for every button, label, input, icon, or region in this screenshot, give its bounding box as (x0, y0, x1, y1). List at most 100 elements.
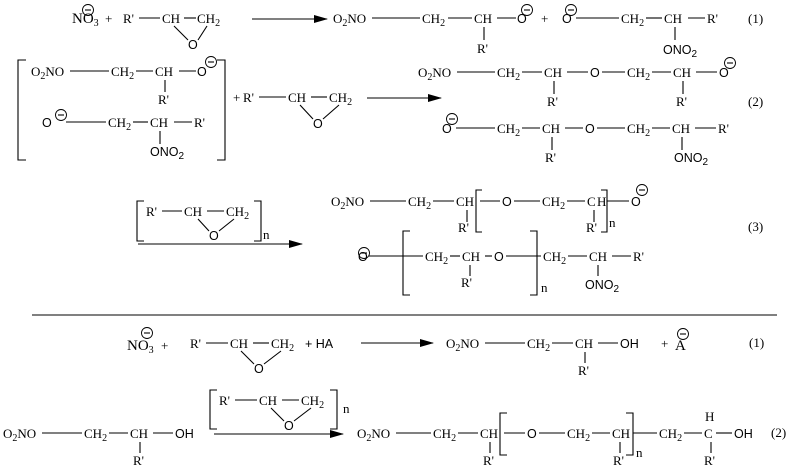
svg-text:CH2: CH2 (627, 65, 650, 83)
top-eq2: O2NO CH2 CH O R' O CH2 CH R' ONO2 + R' (17, 56, 763, 168)
svg-text:O: O (562, 12, 572, 26)
svg-text:CH2: CH2 (301, 393, 324, 411)
svg-text:O: O (209, 229, 219, 243)
svg-text:CH2: CH2 (497, 121, 520, 139)
svg-text:CH: CH (480, 426, 498, 441)
svg-text:R': R' (676, 94, 687, 109)
svg-text:CH: CH (612, 426, 630, 441)
svg-text:CH2: CH2 (329, 90, 352, 108)
negative-charge-icon (82, 4, 94, 16)
svg-text:ONO2: ONO2 (585, 278, 619, 295)
bottom-eq1: NO3 + R' CH CH2 O + HA O2NO CH2 CH OH R'… (127, 327, 764, 378)
svg-text:R': R' (613, 453, 624, 466)
svg-text:CH: CH (259, 393, 277, 408)
svg-text:+: + (661, 336, 668, 351)
svg-text:+ HA: + HA (305, 337, 334, 351)
svg-text:R': R' (483, 453, 494, 466)
bracket-right (217, 59, 226, 161)
svg-text:O: O (527, 427, 537, 441)
svg-text:O: O (313, 117, 323, 131)
nitrate-alcohol-product: O2NO CH2 CH OH R' (446, 336, 639, 378)
svg-text:CH: CH (542, 121, 560, 136)
product-nitrate-alkoxide: O CH2 CH R' ONO2 (562, 4, 718, 60)
top-eq3: R' CH CH2 O n O2NO CH2 CH O CH2 C H (136, 184, 763, 296)
svg-text:CH: CH (474, 11, 492, 26)
bracket-left (17, 59, 26, 161)
svg-text:H: H (705, 409, 714, 424)
svg-text:CH2: CH2 (621, 11, 644, 29)
svg-text:CH: CH (575, 336, 593, 351)
svg-text:CH2: CH2 (226, 204, 249, 222)
svg-text:R': R' (194, 115, 205, 130)
svg-text:CH2: CH2 (543, 249, 566, 267)
polymer-nitrate-alcohol: O2NO CH2 CH O CH2 CH n CH2 C H OH R' R' (357, 409, 753, 466)
anion-label: A (675, 338, 686, 354)
top-eq1: NO3 + R' CH CH2 O O2NO CH2 CH O R' + (72, 4, 763, 60)
svg-text:R': R' (586, 220, 597, 235)
svg-text:R': R' (578, 363, 589, 378)
svg-text:R': R' (547, 94, 558, 109)
svg-text:R': R' (545, 150, 556, 165)
svg-text:CH2: CH2 (408, 194, 431, 212)
svg-text:R': R' (718, 121, 729, 136)
epoxide-reagent: + R' CH CH2 O (233, 90, 352, 131)
svg-text:R': R' (190, 336, 201, 351)
svg-text:C: C (704, 426, 713, 441)
svg-text:CH: CH (288, 90, 306, 105)
svg-text:CH2: CH2 (542, 194, 565, 212)
polymer-nitrate-alkoxide: O CH2 CH O n CH2 CH R' R' ONO2 (358, 230, 644, 296)
negative-charge-icon (636, 184, 648, 196)
svg-text:O: O (631, 195, 641, 209)
svg-text:CH2: CH2 (659, 426, 682, 444)
svg-text:R': R' (458, 220, 469, 235)
polymer-alkoxide: O2NO CH2 CH O CH2 C H n O R' R' (331, 184, 648, 235)
svg-text:R': R' (707, 11, 718, 26)
svg-text:ONO2: ONO2 (150, 145, 184, 162)
svg-text:O: O (719, 66, 729, 80)
bracket-nitrate-alkoxide: O CH2 CH R' ONO2 (42, 109, 205, 162)
svg-text:OH: OH (175, 427, 194, 441)
negative-charge-icon (565, 4, 577, 16)
svg-text:CH2: CH2 (627, 121, 650, 139)
svg-text:O: O (517, 12, 527, 26)
negative-charge-icon (55, 109, 67, 121)
bracket-alkoxide: O2NO CH2 CH O R' (31, 56, 217, 107)
svg-text:R': R' (133, 453, 144, 466)
svg-text:+: + (541, 11, 548, 26)
svg-text:CH: CH (664, 11, 682, 26)
svg-text:CH: CH (672, 121, 690, 136)
svg-text:O: O (358, 250, 368, 264)
svg-text:O: O (442, 122, 452, 136)
equation-number: (3) (748, 219, 763, 234)
svg-text:O2NO: O2NO (418, 65, 451, 83)
nitrate-formula: NO3 (127, 338, 154, 356)
svg-text:O: O (494, 250, 504, 264)
svg-text:R': R' (477, 41, 488, 56)
svg-text:O: O (284, 419, 294, 433)
svg-text:OH: OH (620, 337, 639, 351)
bottom-eq2: O2NO CH2 CH OH R' R' CH CH2 O n O2NO (3, 389, 786, 466)
svg-text:ONO2: ONO2 (663, 43, 697, 60)
negative-charge-icon (446, 113, 458, 125)
svg-text:CH2: CH2 (111, 64, 134, 82)
svg-text:CH2: CH2 (197, 11, 220, 29)
svg-text:CH: CH (456, 194, 474, 209)
svg-text:CH2: CH2 (567, 426, 590, 444)
product-alkoxide: O2NO CH2 CH O R' (333, 4, 533, 56)
svg-text:n: n (263, 227, 270, 242)
svg-text:CH: CH (150, 115, 168, 130)
svg-text:CH2: CH2 (527, 336, 550, 354)
svg-text:R': R' (704, 453, 715, 466)
svg-text:ONO2: ONO2 (674, 151, 708, 168)
svg-text:O: O (188, 38, 198, 52)
svg-text:O2NO: O2NO (333, 11, 366, 29)
negative-charge-icon (358, 247, 370, 259)
svg-text:CH: CH (544, 65, 562, 80)
svg-text:CH: CH (230, 336, 248, 351)
svg-text:O: O (585, 122, 595, 136)
plus-sign: + (105, 11, 112, 26)
negative-charge-icon (724, 57, 736, 69)
dimer-alkoxide: O2NO CH2 CH O CH2 CH O R' R' (418, 57, 736, 109)
svg-text:CH2: CH2 (425, 249, 448, 267)
svg-text:CH: CH (130, 426, 148, 441)
